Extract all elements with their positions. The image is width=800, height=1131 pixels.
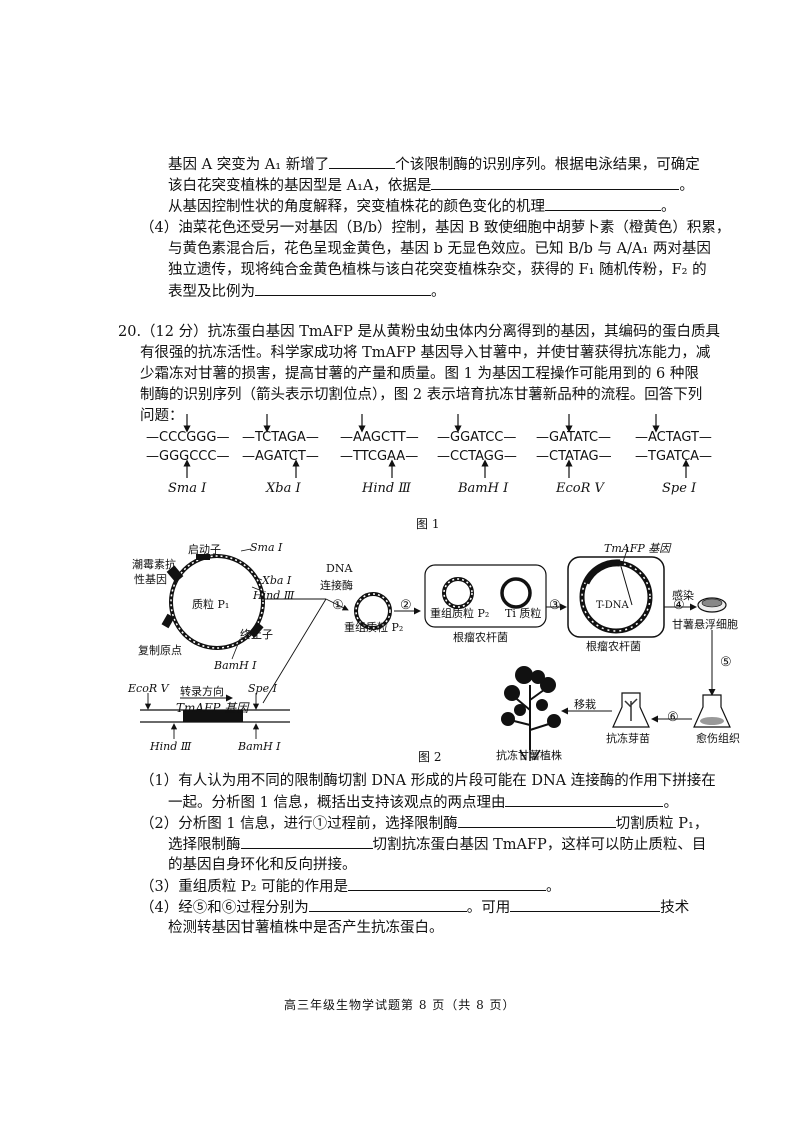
t-dna-label: T-DNA xyxy=(596,600,629,611)
q19-p4-line3: 独立遗传，现将纯合金黄色植株与该白花突变植株杂交，获得的 F₁ 随机传粉，F₂ … xyxy=(168,262,707,278)
step-5-label: ⑤ xyxy=(720,655,732,670)
enzyme-xba-top: —TCTAGA— xyxy=(242,430,319,445)
origin-label: 复制原点 xyxy=(138,644,182,657)
resistance-block xyxy=(166,565,184,583)
spe-site-label: Spe Ⅰ xyxy=(248,682,277,695)
xba-site-label: Xba Ⅰ xyxy=(262,574,292,587)
step-2-label: ② xyxy=(400,598,412,613)
figure-1-caption: 图 1 xyxy=(416,517,440,531)
enzyme-spe-bottom: —TGATCA— xyxy=(635,449,713,464)
q20-2-line1: （2）分析图 1 信息，进行①过程前，选择限制酶切割质粒 P₁， xyxy=(140,813,708,834)
cold-resistant-plant-label: 抗冻甘薯植株 xyxy=(496,749,562,762)
answer-blank[interactable] xyxy=(329,154,396,169)
sma-site-label: Sma Ⅰ xyxy=(250,541,283,554)
enzyme-ecor-name: EcoR Ⅴ xyxy=(556,481,604,496)
q20-2-line2: 选择限制酶切割抗冻蛋白基因 TmAFP，这样可以防止质粒、目 xyxy=(168,834,706,855)
answer-blank[interactable] xyxy=(457,813,616,828)
enzyme-hind-bottom: —TTCGAA— xyxy=(340,449,419,464)
agrobacterium-label-1: 根瘤农杆菌 xyxy=(453,631,508,644)
answer-blank[interactable] xyxy=(510,897,661,912)
cut-site-arrows xyxy=(183,414,690,478)
answer-blank[interactable] xyxy=(348,876,547,891)
enzyme-ecor-top: —GATATC— xyxy=(536,430,612,445)
q20-3-line1: （3）重组质粒 P₂ 可能的作用是。 xyxy=(140,876,561,897)
answer-blank[interactable] xyxy=(431,175,680,190)
q20-4-line2: 检测转基因甘薯植株中是否产生抗冻蛋白。 xyxy=(168,920,444,936)
recombinant-p2-label: 重组质粒 P₂ xyxy=(344,621,404,634)
q20-1-line2: 一起。分析图 1 信息，概括出支持该观点的两点理由。 xyxy=(168,792,678,813)
q20-intro-1: 20.（12 分）抗冻蛋白基因 TmAFP 是从黄粉虫幼虫体内分离得到的基因，其… xyxy=(118,324,721,340)
q20-intro-5: 问题： xyxy=(140,408,184,424)
enzyme-xba-name: Xba Ⅰ xyxy=(266,481,301,496)
q19-p4-line4: 表型及比例为。 xyxy=(168,281,446,302)
step-4-label: ④ xyxy=(673,598,685,613)
answer-blank[interactable] xyxy=(545,196,661,211)
ligase-label-2: 连接酶 xyxy=(320,579,353,592)
gene-fragment-label: TmAFP 基因 xyxy=(176,701,249,715)
enzyme-spe-name: Spe Ⅰ xyxy=(662,481,697,496)
step-1-label: ① xyxy=(332,598,344,613)
enzyme-bamh-top: —GGATCC— xyxy=(437,430,517,445)
bamh-site-label-2: BamH Ⅰ xyxy=(238,740,281,753)
page-footer: 高三年级生物学试题第 8 页（共 8 页） xyxy=(284,998,516,1012)
q20-intro-3: 少霜冻对甘薯的损害，提高甘薯的产量和质量。图 1 为基因工程操作可能用到的 6 … xyxy=(140,366,699,382)
q20-4-line1: （4）经⑤和⑥过程分别为。可用技术 xyxy=(140,897,689,918)
infect-label: 感染 xyxy=(672,589,694,602)
q20-2-line3: 的基因自身环化和反向拼接。 xyxy=(168,857,357,873)
enzyme-hind-top: —AAGCTT— xyxy=(340,430,419,445)
suspension-cells-label: 甘薯悬浮细胞 xyxy=(672,618,738,631)
terminator-label: 终止子 xyxy=(240,628,273,641)
enzyme-bamh-name: BamH Ⅰ xyxy=(458,481,509,496)
enzyme-xba-bottom: —AGATCT— xyxy=(242,449,319,464)
bamh-site-label: BamH Ⅰ xyxy=(214,659,257,672)
q20-intro-2: 有很强的抗冻活性。科学家成功将 TmAFP 基因导入甘薯中，并使甘薯获得抗冻能力… xyxy=(140,345,711,361)
enzyme-hind-name: Hind Ⅲ xyxy=(362,481,411,496)
enzyme-sma-top: —CCCGGG— xyxy=(146,430,230,445)
q20-1-line1: （1）有人认为用不同的限制酶切割 DNA 形成的片段可能在 DNA 连接酶的作用… xyxy=(140,773,716,789)
hind-site-label-2: Hind Ⅲ xyxy=(150,740,192,753)
figure-2-graphics xyxy=(140,546,731,761)
agrobacterium-label-2: 根瘤农杆菌 xyxy=(586,640,641,653)
promoter-block xyxy=(196,554,210,560)
enzyme-bamh-bottom: —CCTAGG— xyxy=(437,449,517,464)
transcription-direction-label: 转录方向 xyxy=(180,685,224,698)
answer-blank[interactable] xyxy=(505,792,664,807)
step-6-label: ⑥ xyxy=(667,710,679,725)
step-3-label: ③ xyxy=(549,598,561,613)
resistance-label-1: 潮霉素抗 xyxy=(132,558,176,571)
enzyme-sma-name: Sma Ⅰ xyxy=(168,481,207,496)
plasmid-p1-label: 质粒 P₁ xyxy=(192,598,230,611)
q20-intro-4: 制酶的识别序列（箭头表示切割位点），图 2 表示培育抗冻甘薯新品种的流程。回答下… xyxy=(140,387,703,403)
origin-block xyxy=(161,613,175,629)
hind-site-label: Hind Ⅲ xyxy=(253,589,295,602)
callus-label: 愈伤组织 xyxy=(696,732,740,745)
ti-plasmid-label: Ti 质粒 xyxy=(505,607,542,620)
sprout-label: 抗冻芽苗 xyxy=(606,732,650,745)
ligase-label-1: DNA xyxy=(326,562,353,575)
q19-line1: 基因 A 突变为 A₁ 新增了个该限制酶的识别序列。根据电泳结果，可确定 xyxy=(168,154,700,175)
ecor-site-label: EcoR Ⅴ xyxy=(128,682,169,695)
answer-blank[interactable] xyxy=(255,281,431,296)
promoter-label: 启动子 xyxy=(188,543,221,556)
enzyme-ecor-bottom: —CTATAG— xyxy=(536,449,612,464)
q19-line3: 从基因控制性状的角度解释，突变植株花的颜色变化的机理。 xyxy=(168,196,676,217)
answer-blank[interactable] xyxy=(240,834,373,849)
figure-2-caption: 图 2 xyxy=(418,750,442,764)
q19-p4-line1: （4）油菜花色还受另一对基因（B/b）控制，基因 B 致使细胞中胡萝卜素（橙黄色… xyxy=(140,220,731,236)
resistance-label-2: 性基因 xyxy=(134,573,167,586)
q19-p4-line2: 与黄色素混合后，花色呈现金黄色，基因 b 无显色效应。已知 B/b 与 A/A₁… xyxy=(168,241,711,257)
q19-line2: 该白花突变植株的基因型是 A₁A，依据是。 xyxy=(168,175,694,196)
enzyme-sma-bottom: —GGGCCC— xyxy=(146,449,230,464)
terminator-block xyxy=(248,622,264,638)
tmafp-gene-label: TmAFP 基因 xyxy=(604,542,671,555)
enzyme-spe-top: —ACTAGT— xyxy=(635,430,712,445)
transplant-label: 移栽 xyxy=(574,698,596,711)
answer-blank[interactable] xyxy=(308,897,467,912)
recombinant-p2-box-label: 重组质粒 P₂ xyxy=(430,607,490,620)
